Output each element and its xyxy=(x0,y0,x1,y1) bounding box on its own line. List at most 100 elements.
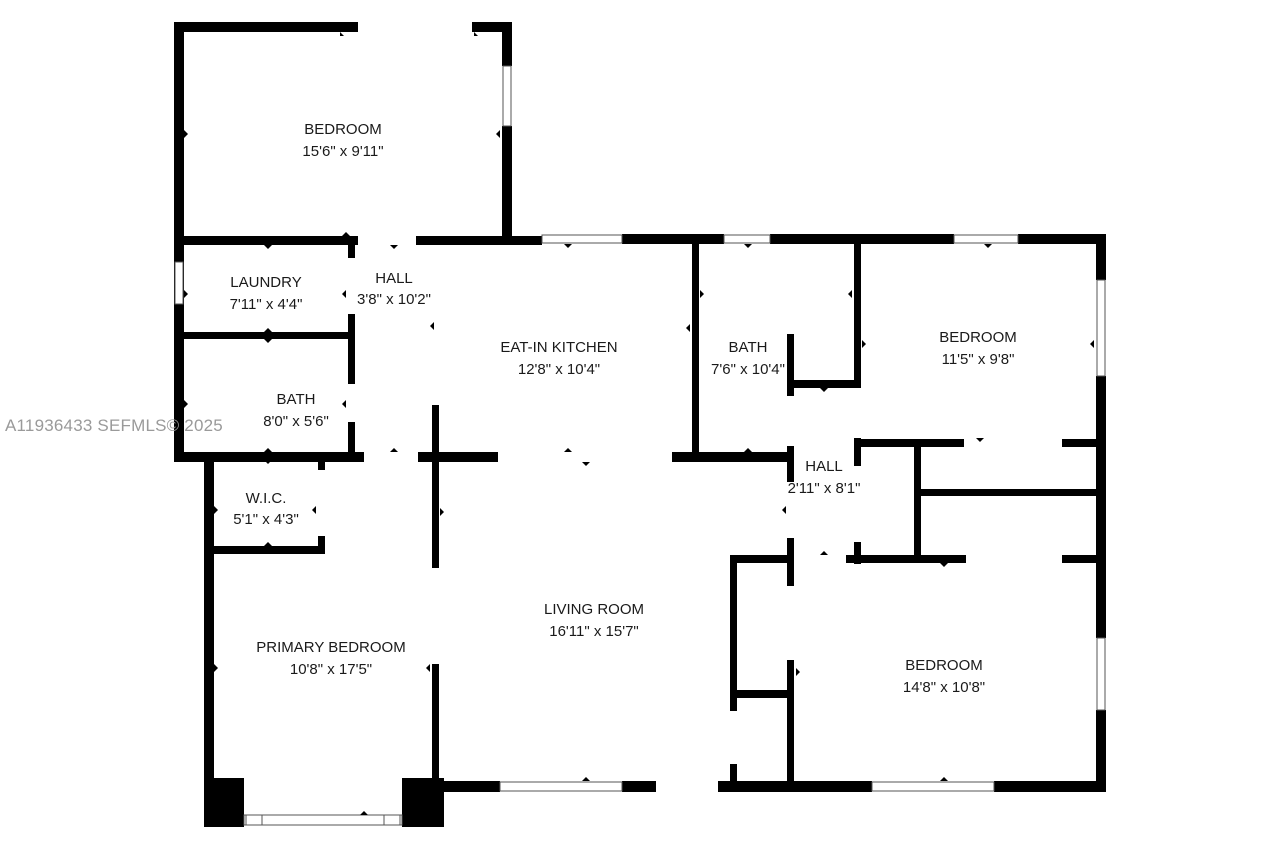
wall xyxy=(348,314,355,384)
room-name-hall-right: HALL xyxy=(805,458,843,475)
tick xyxy=(184,130,188,138)
wall xyxy=(787,380,859,388)
room-name-laundry: LAUNDRY xyxy=(230,274,301,291)
tick xyxy=(390,448,398,452)
tick xyxy=(430,322,434,330)
wall xyxy=(174,452,364,462)
wall xyxy=(204,778,244,827)
walls xyxy=(174,22,1106,827)
wall xyxy=(432,781,500,792)
tick xyxy=(390,245,398,249)
wall xyxy=(348,422,355,462)
wall xyxy=(204,546,325,554)
wall xyxy=(854,542,861,564)
room-size-bath-center: 7'6" x 10'4" xyxy=(711,361,785,378)
tick xyxy=(342,232,350,236)
tick xyxy=(820,388,828,392)
tick xyxy=(796,668,800,676)
room-size-eat-in-kitchen: 12'8" x 10'4" xyxy=(518,361,600,378)
room-name-bedroom-bottom: BEDROOM xyxy=(905,657,983,674)
room-size-living-room: 16'11" x 15'7" xyxy=(549,623,639,640)
wall xyxy=(318,458,325,470)
wall xyxy=(1062,555,1106,563)
wall xyxy=(1096,234,1106,280)
room-name-bath-left: BATH xyxy=(277,391,316,408)
tick xyxy=(264,542,272,546)
wall xyxy=(846,555,966,563)
tick xyxy=(744,244,752,248)
tick xyxy=(940,563,948,567)
wall xyxy=(416,236,542,245)
wall xyxy=(718,781,872,792)
tick xyxy=(312,506,316,514)
room-size-bedroom-right: 11'5" x 9'8" xyxy=(942,351,1015,368)
tick xyxy=(686,324,690,332)
tick xyxy=(984,244,992,248)
wall xyxy=(787,660,794,792)
wall xyxy=(1062,439,1106,447)
room-size-laundry: 7'11" x 4'4" xyxy=(230,296,303,313)
room-name-wic: W.I.C. xyxy=(246,490,287,507)
tick xyxy=(430,346,434,350)
wall xyxy=(672,452,792,462)
mls-watermark: A11936433 SEFMLS© 2025 xyxy=(5,416,223,435)
room-name-bedroom-top: BEDROOM xyxy=(304,121,382,138)
tick xyxy=(426,664,430,672)
wall xyxy=(502,126,512,244)
wall xyxy=(730,690,794,698)
tick xyxy=(184,290,188,298)
tick xyxy=(496,130,500,138)
room-size-hall-right: 2'11" x 8'1" xyxy=(788,480,861,497)
tick xyxy=(976,438,984,442)
wall xyxy=(622,781,656,792)
wall xyxy=(204,452,214,827)
room-size-bedroom-top: 15'6" x 9'11" xyxy=(302,143,383,160)
wall xyxy=(432,664,439,792)
window xyxy=(499,781,623,792)
wall xyxy=(787,334,794,396)
window xyxy=(245,814,263,826)
window xyxy=(243,814,403,826)
wall xyxy=(730,555,737,711)
tick xyxy=(264,245,272,249)
tick xyxy=(564,244,572,248)
wall xyxy=(770,234,954,244)
wall xyxy=(318,536,325,554)
room-name-eat-in-kitchen: EAT-IN KITCHEN xyxy=(500,339,617,356)
room-name-bath-center: BATH xyxy=(729,339,768,356)
tick xyxy=(214,664,218,672)
room-size-bedroom-bottom: 14'8" x 10'8" xyxy=(903,679,985,696)
tick xyxy=(474,32,478,36)
room-name-primary-bedroom: PRIMARY BEDROOM xyxy=(256,639,405,656)
room-name-bedroom-right: BEDROOM xyxy=(939,329,1017,346)
tick xyxy=(744,448,752,452)
tick xyxy=(564,448,572,452)
tick xyxy=(782,506,786,514)
room-size-bath-left: 8'0" x 5'6" xyxy=(263,413,329,430)
wall xyxy=(854,244,861,388)
wall xyxy=(622,234,724,244)
tick xyxy=(862,340,866,348)
tick xyxy=(360,811,368,815)
tick xyxy=(582,462,590,466)
tick xyxy=(1090,340,1094,348)
tick xyxy=(848,290,852,298)
room-name-hall-left: HALL xyxy=(375,270,413,287)
tick xyxy=(214,506,218,514)
wall xyxy=(914,489,1106,496)
tick xyxy=(184,400,188,408)
tick xyxy=(940,777,948,781)
window xyxy=(723,234,771,244)
wall xyxy=(348,244,355,258)
wall xyxy=(730,555,794,563)
wall xyxy=(472,22,512,32)
wall xyxy=(1096,376,1106,638)
wall xyxy=(174,22,358,32)
window xyxy=(502,65,512,127)
window xyxy=(1096,279,1106,377)
tick xyxy=(264,460,272,464)
wall xyxy=(854,439,964,447)
room-labels: BEDROOM 15'6" x 9'11" LAUNDRY 7'11" x 4'… xyxy=(230,121,1017,696)
wall xyxy=(730,764,737,792)
tick xyxy=(264,328,272,332)
